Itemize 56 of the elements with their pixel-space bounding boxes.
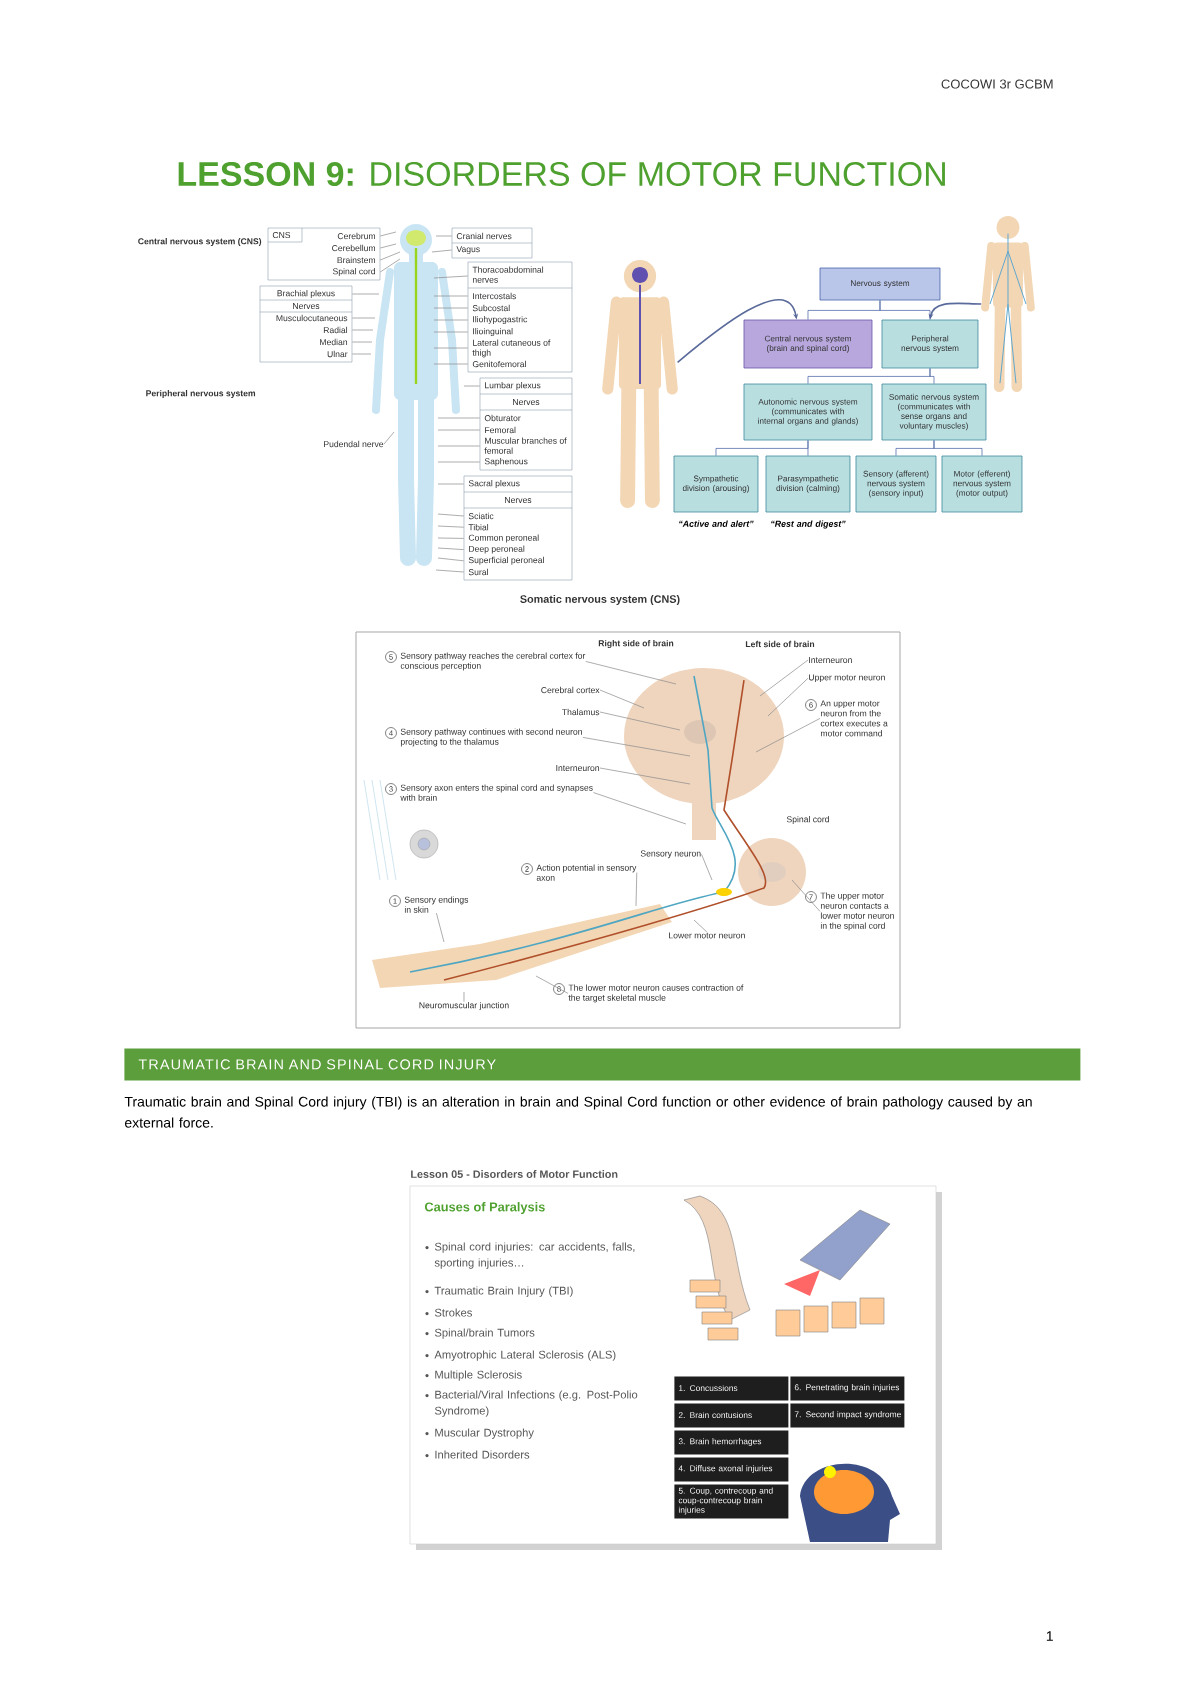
leader-line <box>599 689 645 709</box>
connector-line <box>879 300 931 320</box>
leader-line <box>433 319 469 321</box>
person-drawing <box>602 260 678 508</box>
leader-line <box>437 483 465 485</box>
page-title: LESSON 9: DISORDERS OF MOTOR FUNCTION <box>178 161 945 187</box>
leader-line <box>463 991 465 1002</box>
leader-line <box>437 537 465 539</box>
leader-line <box>791 879 821 912</box>
leader-line <box>435 235 453 237</box>
connector-line <box>933 440 983 456</box>
somatic-pathway-drawing <box>363 668 806 988</box>
leader-line <box>693 919 708 933</box>
leader-line <box>767 677 809 717</box>
leader-line <box>437 547 465 550</box>
leader-line <box>433 331 469 333</box>
leader-line <box>433 347 469 349</box>
leader-line <box>435 569 465 573</box>
leader-line <box>463 385 481 387</box>
leader-line <box>433 275 469 279</box>
leader-line <box>759 659 809 697</box>
leader-line <box>585 661 677 685</box>
leader-line <box>379 251 401 261</box>
leader-line <box>437 525 465 528</box>
curved-arrow <box>676 298 799 364</box>
leader-line <box>755 718 821 753</box>
leader-line <box>599 767 691 785</box>
leader-line <box>437 417 481 419</box>
connector-line <box>807 440 809 456</box>
leader-line <box>351 317 376 319</box>
leader-line <box>433 307 469 309</box>
leader-line <box>437 461 481 463</box>
leader-line <box>437 429 481 431</box>
leader-line <box>436 912 445 943</box>
leader-line <box>351 353 372 355</box>
leader-line <box>433 363 469 365</box>
person-drawing <box>981 216 1035 392</box>
leader-line <box>437 445 481 447</box>
leader-line <box>635 872 638 907</box>
leader-line <box>383 431 395 445</box>
leader-line <box>582 737 691 757</box>
leader-line <box>351 293 380 295</box>
leader-line <box>379 258 401 273</box>
leader-line <box>437 513 465 517</box>
leader-line <box>379 243 397 249</box>
leader-line <box>437 557 465 562</box>
leader-line <box>535 975 569 994</box>
leader-line <box>433 295 469 297</box>
leader-line <box>351 329 374 331</box>
leader-line <box>701 853 713 881</box>
leader-line <box>431 249 453 253</box>
leader-line <box>593 792 687 825</box>
leader-line <box>351 341 373 343</box>
leader-line <box>599 711 681 731</box>
leader-line <box>379 231 397 237</box>
connector-line <box>929 368 935 384</box>
